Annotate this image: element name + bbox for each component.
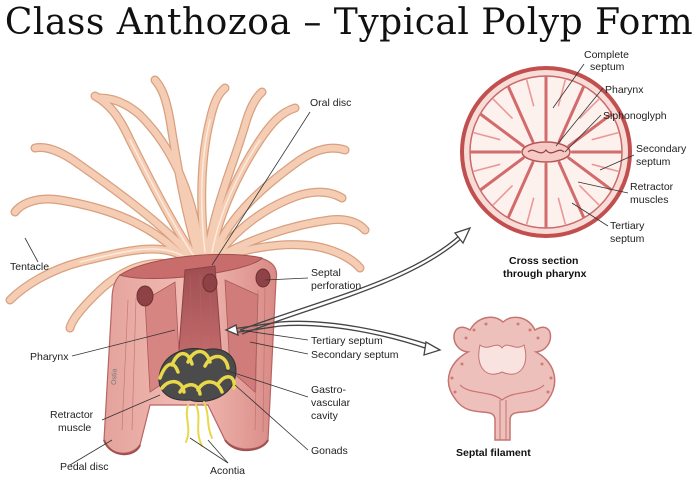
label-cs-complete-1: Complete	[584, 49, 629, 61]
label-cs-secondary-2: septum	[636, 156, 671, 168]
label-cs-pharynx: Pharynx	[605, 84, 644, 96]
secondary-septum-line	[472, 131, 501, 141]
secondary-septum-line	[579, 185, 600, 206]
label-tentacle: Tentacle	[10, 261, 49, 273]
caption-cross-section-2: through pharynx	[503, 268, 587, 280]
secondary-septum-line	[557, 78, 567, 107]
connector-arrows	[224, 226, 472, 356]
label-septal-perforation-2: perforation	[311, 280, 361, 292]
page-title: Class Anthozoa – Typical Polyp Form	[4, 2, 694, 43]
secondary-septum-line	[557, 197, 567, 226]
label-cs-complete-2: septum	[590, 61, 625, 73]
label-retractor-1: Retractor	[50, 409, 94, 421]
label-cs-retractor-2: muscles	[630, 194, 669, 206]
label-cs-siphonoglyph: Siphonoglyph	[603, 110, 667, 122]
label-gastro-1: Gastro-	[311, 384, 347, 396]
secondary-septum-line	[472, 163, 501, 173]
label-cs-retractor-1: Retractor	[630, 181, 674, 193]
complete-septum-line	[567, 156, 613, 191]
septal-filament-illustration	[447, 316, 556, 441]
label-pedal-disc: Pedal disc	[60, 461, 108, 473]
caption-cross-section-1: Cross section	[509, 255, 578, 267]
secondary-septum-line	[525, 78, 535, 107]
label-edge: Ostia	[111, 368, 119, 385]
label-retractor-2: muscle	[58, 422, 91, 434]
label-septal-perforation-1: Septal	[311, 267, 341, 279]
polyp-body	[103, 253, 278, 456]
complete-septum-line	[479, 156, 525, 191]
secondary-septum-line	[525, 197, 535, 226]
secondary-septum-line	[579, 98, 600, 119]
label-gonads: Gonads	[311, 445, 348, 457]
complete-septum-line	[557, 85, 585, 144]
cross-section	[460, 66, 632, 238]
secondary-septum-line	[492, 98, 513, 119]
label-pharynx: Pharynx	[30, 351, 69, 363]
secondary-septum-line	[492, 185, 513, 206]
label-cs-tertiary-2: septum	[610, 233, 645, 245]
complete-septum-line	[507, 160, 535, 219]
label-tertiary-septum: Tertiary septum	[311, 335, 383, 347]
gonads	[158, 348, 237, 447]
label-cs-secondary-1: Secondary	[636, 143, 687, 155]
secondary-septum-line	[591, 131, 620, 141]
complete-septum-line	[479, 113, 525, 148]
caption-septal-filament: Septal filament	[456, 447, 531, 459]
label-gastro-3: cavity	[311, 410, 339, 422]
leader-lines	[24, 63, 635, 466]
label-gastro-2: vascular	[311, 397, 351, 409]
complete-septum-line	[507, 85, 535, 144]
label-cs-tertiary-1: Tertiary	[610, 220, 645, 232]
label-secondary-septum: Secondary septum	[311, 349, 399, 361]
label-acontia: Acontia	[210, 465, 245, 477]
label-oral-disc: Oral disc	[310, 97, 351, 109]
